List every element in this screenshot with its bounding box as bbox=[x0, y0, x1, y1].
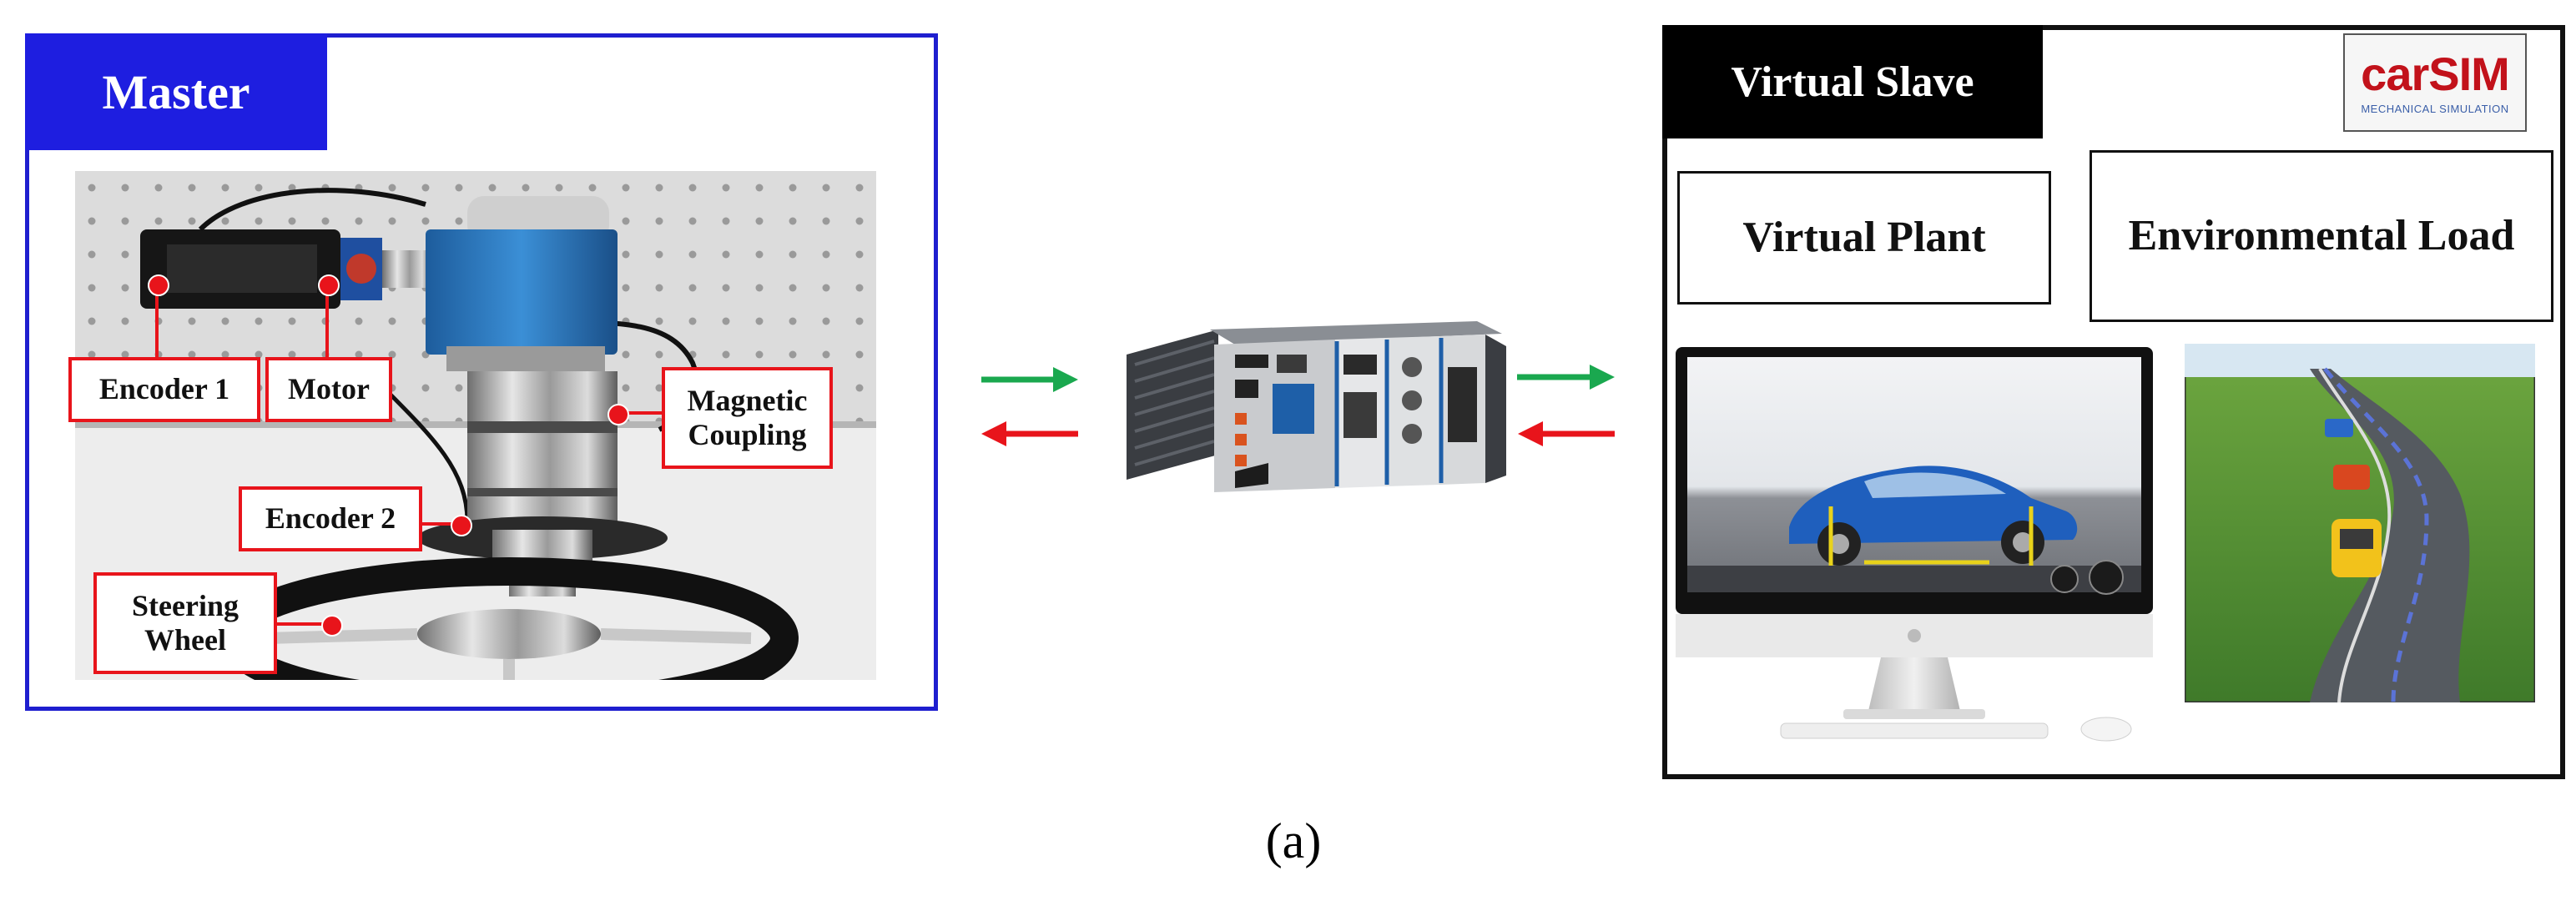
arrow-to-controller-left bbox=[981, 367, 1078, 392]
environmental-load-box: Environmental Load bbox=[2090, 150, 2553, 322]
callout-motor: Motor bbox=[265, 357, 392, 422]
master-title: Master bbox=[25, 33, 327, 150]
realtime-controller-device bbox=[1127, 321, 1506, 492]
callout-magnetic-coupling-text: Magnetic Coupling bbox=[687, 383, 808, 451]
carsim-logo-text: carSIM bbox=[2361, 47, 2510, 100]
encoder1-marker-dot bbox=[148, 274, 169, 296]
carsim-logo-subtitle: MECHANICAL SIMULATION bbox=[2361, 102, 2509, 115]
simulation-monitor bbox=[1676, 347, 2153, 742]
steering-wheel-marker-dot bbox=[321, 615, 343, 637]
callout-motor-text: Motor bbox=[288, 372, 370, 406]
callout-steering-wheel-text: Steering Wheel bbox=[132, 588, 239, 657]
figure-caption-text: (a) bbox=[1265, 813, 1322, 868]
virtual-plant-text: Virtual Plant bbox=[1742, 213, 1986, 261]
road-environment-view bbox=[2185, 344, 2535, 702]
callout-encoder-1: Encoder 1 bbox=[68, 357, 260, 422]
arrow-to-slave bbox=[1517, 365, 1615, 390]
virtual-slave-title: Virtual Slave bbox=[1662, 25, 2043, 138]
callout-magnetic-coupling: Magnetic Coupling bbox=[662, 367, 833, 469]
motor-marker-dot bbox=[318, 274, 340, 296]
callout-encoder-2: Encoder 2 bbox=[239, 486, 422, 551]
figure-caption: (a) bbox=[1227, 808, 1360, 874]
virtual-plant-box: Virtual Plant bbox=[1677, 171, 2051, 305]
arrow-from-slave bbox=[1518, 421, 1615, 446]
arrow-from-controller-left bbox=[981, 421, 1078, 446]
callout-steering-wheel: Steering Wheel bbox=[93, 572, 277, 674]
encoder2-marker-dot bbox=[451, 515, 472, 536]
magnetic-coupling-marker-dot bbox=[607, 404, 629, 425]
callout-encoder-2-text: Encoder 2 bbox=[265, 501, 396, 536]
callout-encoder-1-text: Encoder 1 bbox=[98, 372, 230, 406]
carsim-logo: carSIM MECHANICAL SIMULATION bbox=[2343, 33, 2527, 132]
virtual-slave-title-text: Virtual Slave bbox=[1731, 58, 1974, 106]
master-title-text: Master bbox=[102, 64, 250, 119]
environmental-load-text: Environmental Load bbox=[2128, 211, 2515, 259]
